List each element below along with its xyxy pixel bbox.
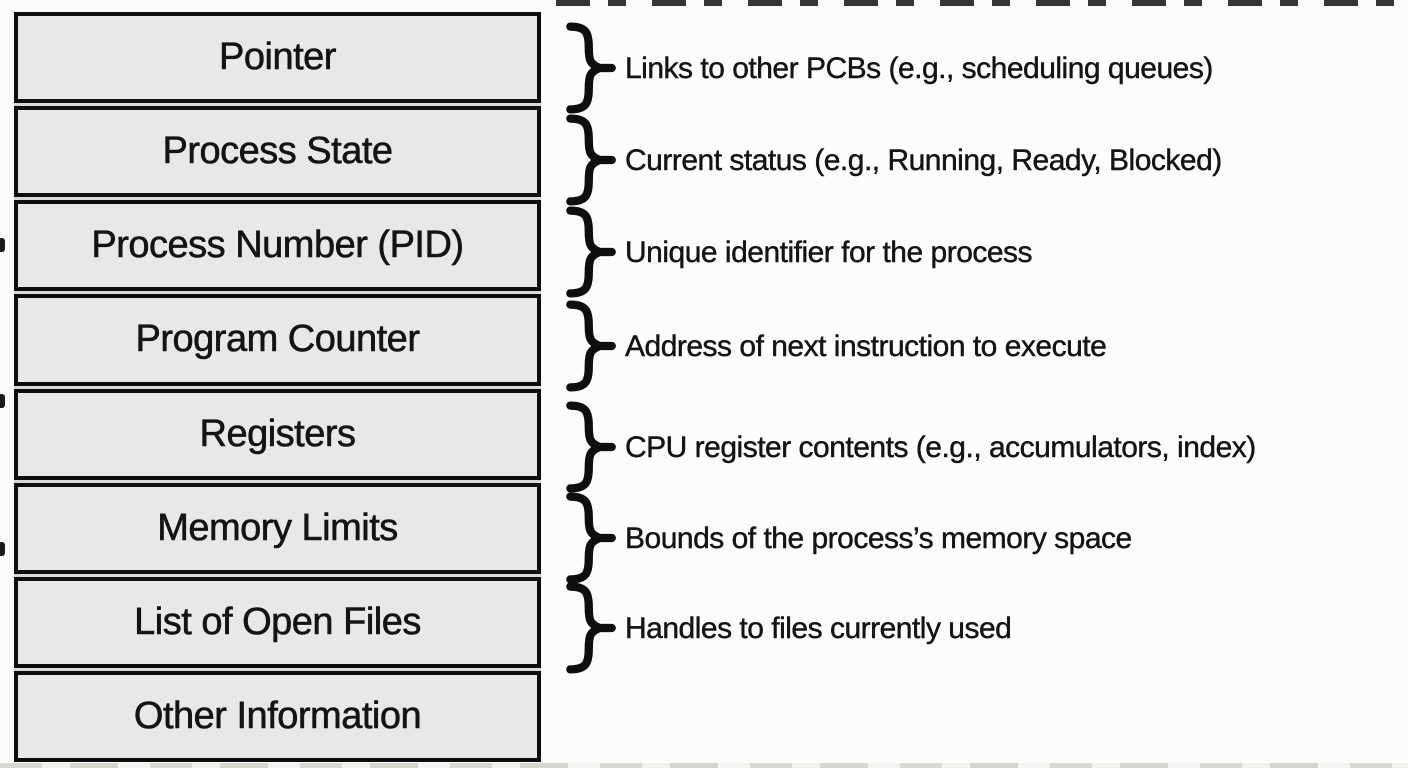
- pcb-row-label: Process State: [162, 130, 393, 173]
- pcb-row-open-files: List of Open Files: [14, 576, 541, 668]
- annotation: Bounds of the process’s memory space: [556, 490, 1132, 586]
- curly-brace-right-icon: [566, 300, 616, 392]
- annotation: Unique identifier for the process: [556, 204, 1033, 300]
- pcb-row-label: Other Information: [133, 694, 422, 738]
- pcb-table: Pointer Process State Process Number (PI…: [14, 12, 541, 762]
- annotation-text: Current status (e.g., Running, Ready, Bl…: [625, 144, 1223, 177]
- annotation: Handles to files currently used: [556, 580, 1012, 676]
- curly-brace-right-icon: [566, 114, 616, 206]
- crop-artifact-bottom: [0, 763, 1408, 768]
- pcb-row-label: List of Open Files: [134, 600, 422, 644]
- annotation: Address of next instruction to execute: [556, 298, 1107, 394]
- pcb-row-process-number: Process Number (PID): [14, 200, 541, 292]
- left-edge-mark: [0, 542, 5, 556]
- annotation-text: CPU register contents (e.g., accumulator…: [625, 431, 1257, 464]
- annotation-text: Bounds of the process’s memory space: [625, 522, 1133, 555]
- pcb-row-label: Memory Limits: [157, 506, 399, 549]
- pcb-row-label: Program Counter: [135, 318, 420, 361]
- pcb-row-other-information: Other Information: [14, 670, 541, 762]
- curly-brace-right-icon: [566, 582, 616, 674]
- pcb-row-label: Process Number (PID): [91, 224, 464, 267]
- annotation-text: Unique identifier for the process: [625, 236, 1033, 269]
- annotation: Current status (e.g., Running, Ready, Bl…: [556, 112, 1222, 208]
- crop-artifact-top: [556, 0, 1408, 6]
- pcb-row-label: Pointer: [219, 36, 337, 79]
- annotation-text: Address of next instruction to execute: [625, 330, 1107, 363]
- curly-brace-right-icon: [566, 206, 616, 298]
- annotation: Links to other PCBs (e.g., scheduling qu…: [556, 20, 1214, 116]
- curly-brace-right-icon: [566, 401, 616, 493]
- pcb-row-pointer: Pointer: [14, 12, 541, 104]
- pcb-row-label: Registers: [199, 412, 356, 455]
- pcb-row-registers: Registers: [14, 388, 541, 480]
- curly-brace-right-icon: [566, 492, 616, 584]
- pcb-row-process-state: Process State: [14, 106, 541, 198]
- annotation-text: Links to other PCBs (e.g., scheduling qu…: [625, 52, 1214, 85]
- curly-brace-right-icon: [566, 22, 616, 114]
- annotation: CPU register contents (e.g., accumulator…: [556, 399, 1257, 495]
- annotation-text: Handles to files currently used: [625, 612, 1012, 645]
- pcb-row-memory-limits: Memory Limits: [14, 482, 541, 574]
- pcb-row-program-counter: Program Counter: [14, 294, 541, 386]
- left-edge-mark: [0, 394, 5, 408]
- left-edge-mark: [0, 238, 5, 252]
